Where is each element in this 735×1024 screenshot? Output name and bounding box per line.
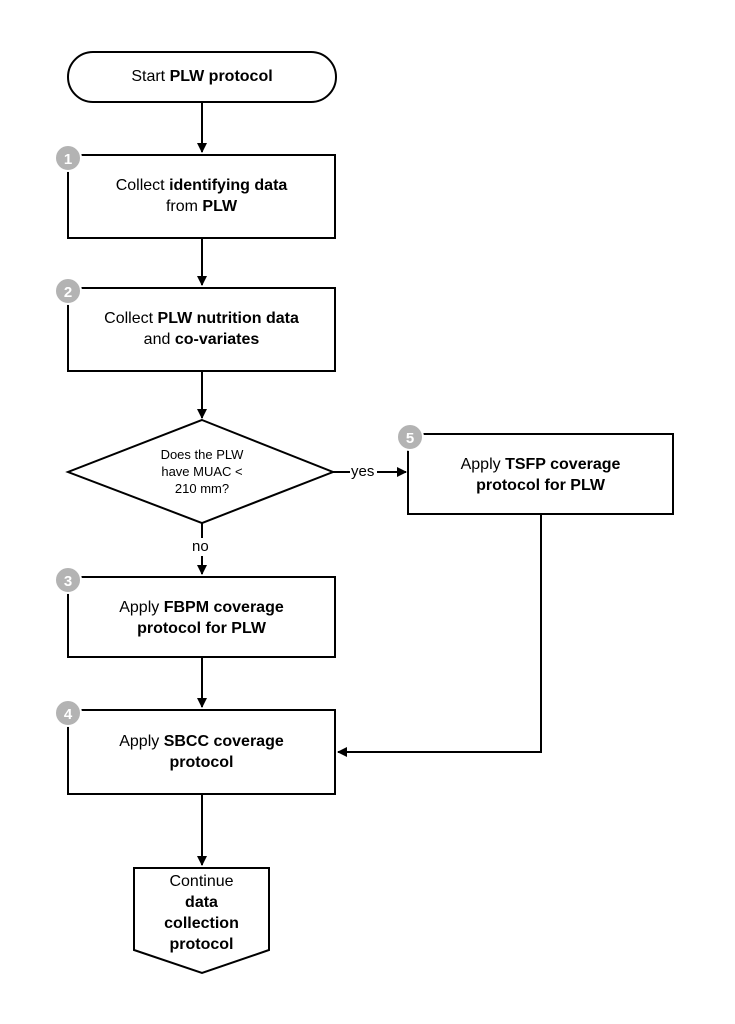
step-5-label: Apply TSFP coverage protocol for PLW bbox=[408, 454, 673, 496]
step-1-line1-regular: Collect bbox=[115, 177, 170, 194]
step-2-badge bbox=[54, 277, 82, 305]
step-5-line1-bold: TSFP coverage bbox=[505, 456, 621, 473]
start-label: Start PLW protocol bbox=[68, 66, 336, 87]
step-2-line1-bold: PLW nutrition data bbox=[157, 310, 299, 327]
step-2-label: Collect PLW nutrition data and co-variat… bbox=[68, 308, 335, 350]
end-label: Continue data collection protocol bbox=[134, 871, 269, 955]
step-5-line1-regular: Apply bbox=[460, 456, 506, 473]
start-label-bold: PLW protocol bbox=[169, 68, 273, 85]
step-4-line1-bold: SBCC coverage bbox=[163, 733, 284, 750]
step-2-line2-regular: and bbox=[143, 331, 175, 348]
end-offpage-connector bbox=[133, 867, 270, 975]
step-5-badge bbox=[396, 423, 424, 451]
step-4-badge-number: 4 bbox=[64, 706, 73, 723]
decision-line1: Does the PLW bbox=[160, 447, 244, 462]
step-3-line1-regular: Apply bbox=[119, 599, 164, 616]
end-line1: Continue bbox=[169, 873, 234, 890]
end-line4: protocol bbox=[169, 936, 234, 953]
decision-label: Does the PLW have MUAC < 210 mm? bbox=[120, 446, 284, 497]
step-2-line1-regular: Collect bbox=[104, 310, 158, 327]
connector-step5-to-step4 bbox=[337, 514, 542, 757]
step-1-badge-number: 1 bbox=[64, 151, 72, 168]
step-1-label: Collect identifying data from PLW bbox=[68, 175, 335, 217]
step-5-badge-number: 5 bbox=[406, 430, 414, 447]
step-1-line2-bold: PLW bbox=[202, 198, 238, 215]
step-2-line2-bold: co-variates bbox=[174, 331, 260, 348]
edge-label-no: no bbox=[192, 538, 209, 555]
step-3-line1-bold: FBPM coverage bbox=[163, 599, 284, 616]
step-3-label: Apply FBPM coverage protocol for PLW bbox=[68, 597, 335, 639]
step-4-label: Apply SBCC coverage protocol bbox=[68, 731, 335, 773]
step-1-line1-bold: identifying data bbox=[169, 177, 288, 194]
decision-line2: have MUAC < bbox=[161, 464, 243, 479]
edge-label-yes: yes bbox=[351, 463, 375, 480]
step-1-line2-regular: from bbox=[165, 198, 203, 215]
start-label-prefix: Start bbox=[131, 68, 170, 85]
step-3-line2-bold: protocol for PLW bbox=[137, 620, 266, 637]
step-4-badge bbox=[54, 699, 82, 727]
step-3-badge bbox=[54, 566, 82, 594]
end-line2: data bbox=[185, 894, 218, 911]
step-4-line1-regular: Apply bbox=[119, 733, 164, 750]
step-4-box bbox=[67, 709, 336, 795]
step-3-box bbox=[67, 576, 336, 658]
step-3-badge-number: 3 bbox=[64, 573, 72, 590]
step-4-line2-bold: protocol bbox=[169, 754, 234, 771]
step-5-line2-bold: protocol for PLW bbox=[476, 477, 605, 494]
step-1-badge bbox=[54, 144, 82, 172]
step-1-box bbox=[67, 154, 336, 239]
step-2-badge-number: 2 bbox=[64, 284, 72, 301]
decision-line3: 210 mm? bbox=[174, 481, 230, 496]
end-line3: collection bbox=[164, 915, 239, 932]
